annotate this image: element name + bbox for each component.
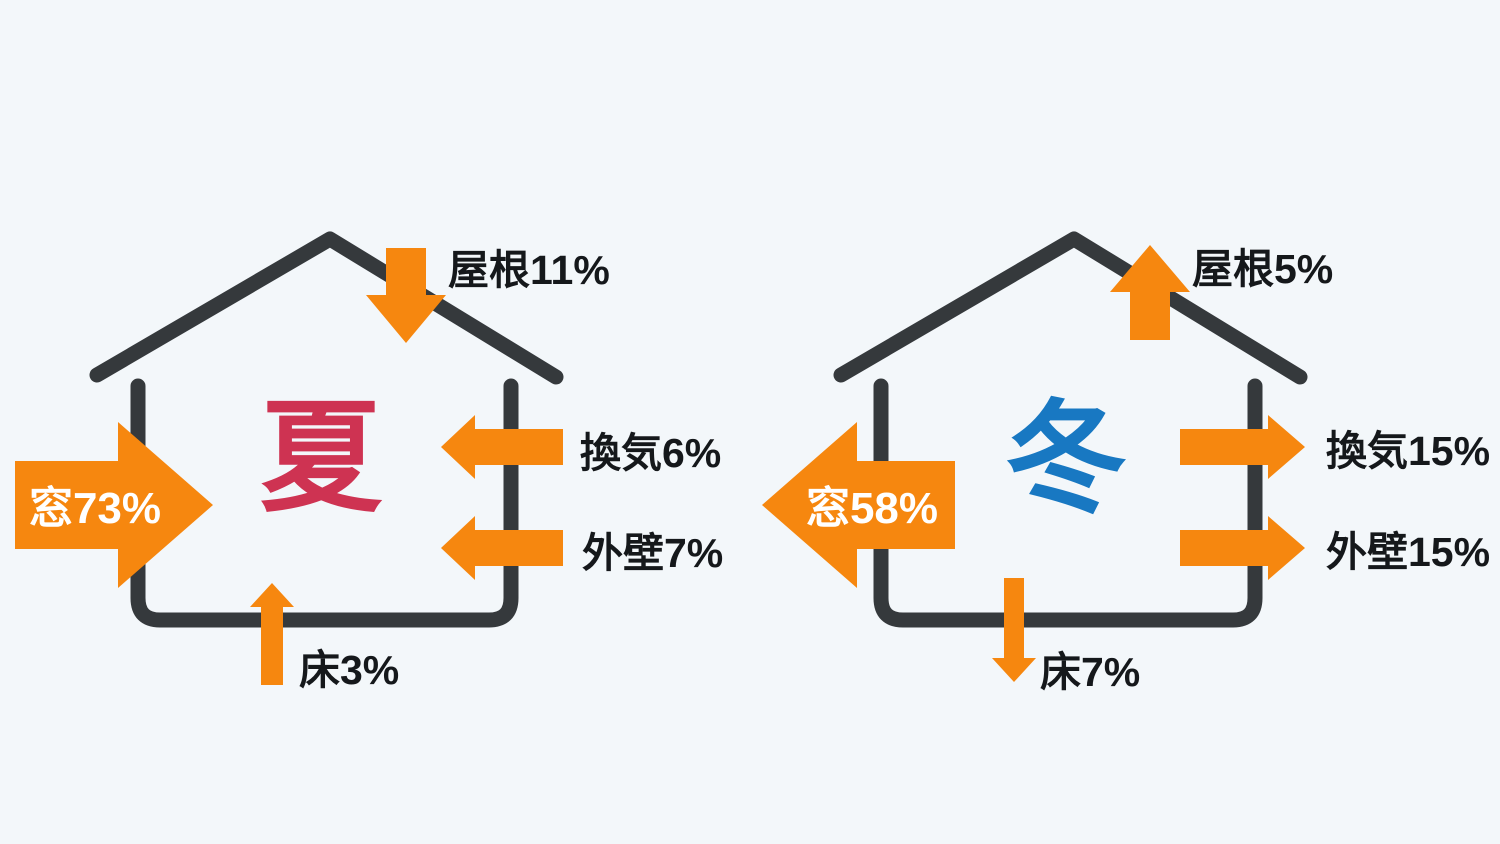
- summer-roof-arrow-down-icon: [366, 248, 446, 343]
- summer-outer-wall-label: 外壁7%: [582, 530, 724, 576]
- winter-outer-wall-arrow-right-icon: [1180, 516, 1305, 580]
- winter-outer-wall-label: 外壁15%: [1326, 529, 1491, 575]
- winter-ventilation-label: 換気15%: [1326, 428, 1491, 474]
- summer-ventilation-label: 換気6%: [580, 430, 722, 476]
- summer-outer-wall-arrow-left-icon: [441, 516, 563, 580]
- summer-floor-arrow-up-icon: [250, 583, 294, 685]
- winter-ventilation-arrow-right-icon: [1180, 415, 1305, 479]
- winter-house-wall-line: [873, 378, 1263, 628]
- summer-house-roof-line: [89, 231, 564, 385]
- winter-window-label: 窓58%: [805, 484, 939, 533]
- summer-season-title: 夏: [260, 390, 382, 526]
- winter-roof-label: 屋根5%: [1192, 246, 1334, 292]
- winter-window-arrow-left-icon: [762, 422, 955, 588]
- summer-roof-label: 屋根11%: [448, 247, 610, 293]
- winter-floor-arrow-down-icon: [992, 578, 1036, 682]
- winter-season-title: 冬: [1005, 391, 1127, 527]
- summer-floor-label: 床3%: [299, 647, 400, 693]
- summer-window-label: 窓73%: [28, 484, 162, 533]
- summer-ventilation-arrow-left-icon: [441, 415, 563, 479]
- summer-window-arrow-right-icon: [15, 422, 213, 588]
- winter-roof-arrow-up-icon: [1110, 245, 1190, 340]
- winter-house-roof-line: [833, 231, 1308, 385]
- winter-floor-label: 床7%: [1040, 649, 1141, 695]
- summer-house-wall-line: [130, 378, 519, 628]
